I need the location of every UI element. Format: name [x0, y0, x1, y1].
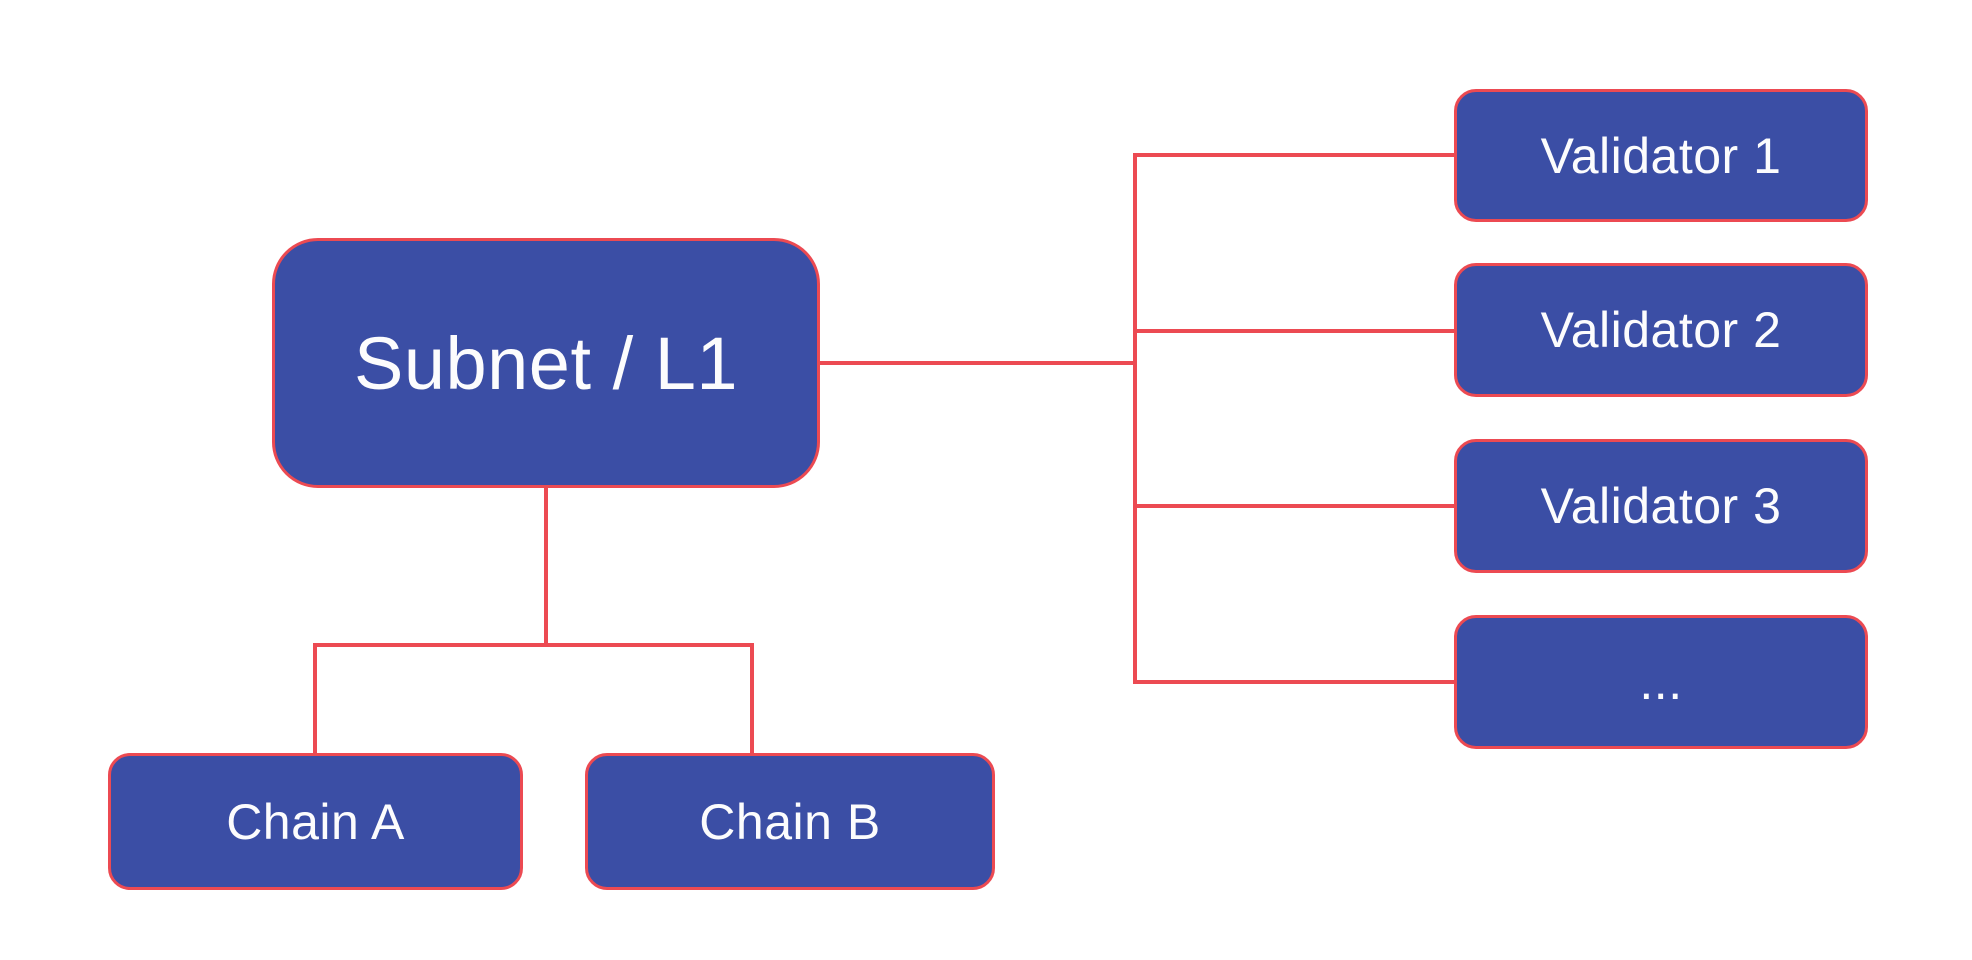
chain-b-label: Chain B: [699, 793, 881, 850]
validator-1-node: Validator 1: [1454, 89, 1868, 222]
validator-1-label: Validator 1: [1540, 127, 1782, 184]
subnet-l1-label: Subnet / L1: [353, 321, 739, 405]
connector-chain-split: [313, 643, 754, 647]
chain-a-node: Chain A: [108, 753, 523, 890]
connector-validator-trunk: [1133, 153, 1137, 684]
chain-a-label: Chain A: [226, 793, 405, 850]
connector-root-drop: [544, 488, 548, 645]
validator-2-node: Validator 2: [1454, 263, 1868, 397]
connector-root-to-trunk: [820, 361, 1135, 365]
validator-etc-node: ...: [1454, 615, 1868, 749]
connector-branch-validator-2: [1135, 329, 1454, 333]
connector-branch-validator-etc: [1135, 680, 1454, 684]
validator-3-label: Validator 3: [1540, 478, 1782, 534]
validator-etc-label: ...: [1639, 654, 1683, 710]
chain-b-node: Chain B: [585, 753, 995, 890]
validator-2-label: Validator 2: [1540, 302, 1782, 358]
connector-drop-chain-b: [750, 643, 754, 753]
subnet-l1-node: Subnet / L1: [272, 238, 820, 488]
connector-branch-validator-3: [1135, 504, 1454, 508]
validator-3-node: Validator 3: [1454, 439, 1868, 573]
connector-drop-chain-a: [313, 643, 317, 753]
connector-branch-validator-1: [1135, 153, 1454, 157]
